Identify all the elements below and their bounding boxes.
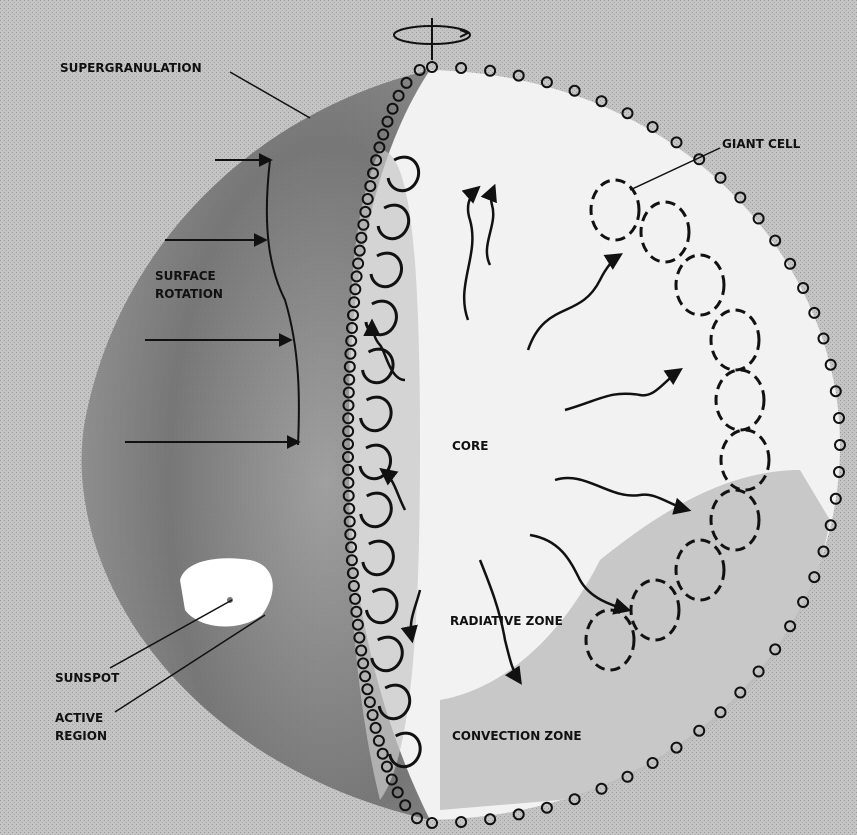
label-active-region-1: ACTIVE bbox=[55, 711, 103, 725]
label-surface-rotation-1: SURFACE bbox=[155, 269, 216, 283]
label-surface-rotation-2: ROTATION bbox=[155, 287, 223, 301]
label-core: CORE bbox=[452, 439, 488, 453]
label-sunspot: SUNSPOT bbox=[55, 671, 120, 685]
sunspot-region bbox=[180, 558, 273, 626]
label-active-region-2: REGION bbox=[55, 729, 107, 743]
label-convection-zone: CONVECTION ZONE bbox=[452, 729, 582, 743]
label-supergranulation: SUPERGRANULATION bbox=[60, 61, 202, 75]
label-giant-cell: GIANT CELL bbox=[722, 137, 801, 151]
label-radiative-zone: RADIATIVE ZONE bbox=[450, 614, 563, 628]
